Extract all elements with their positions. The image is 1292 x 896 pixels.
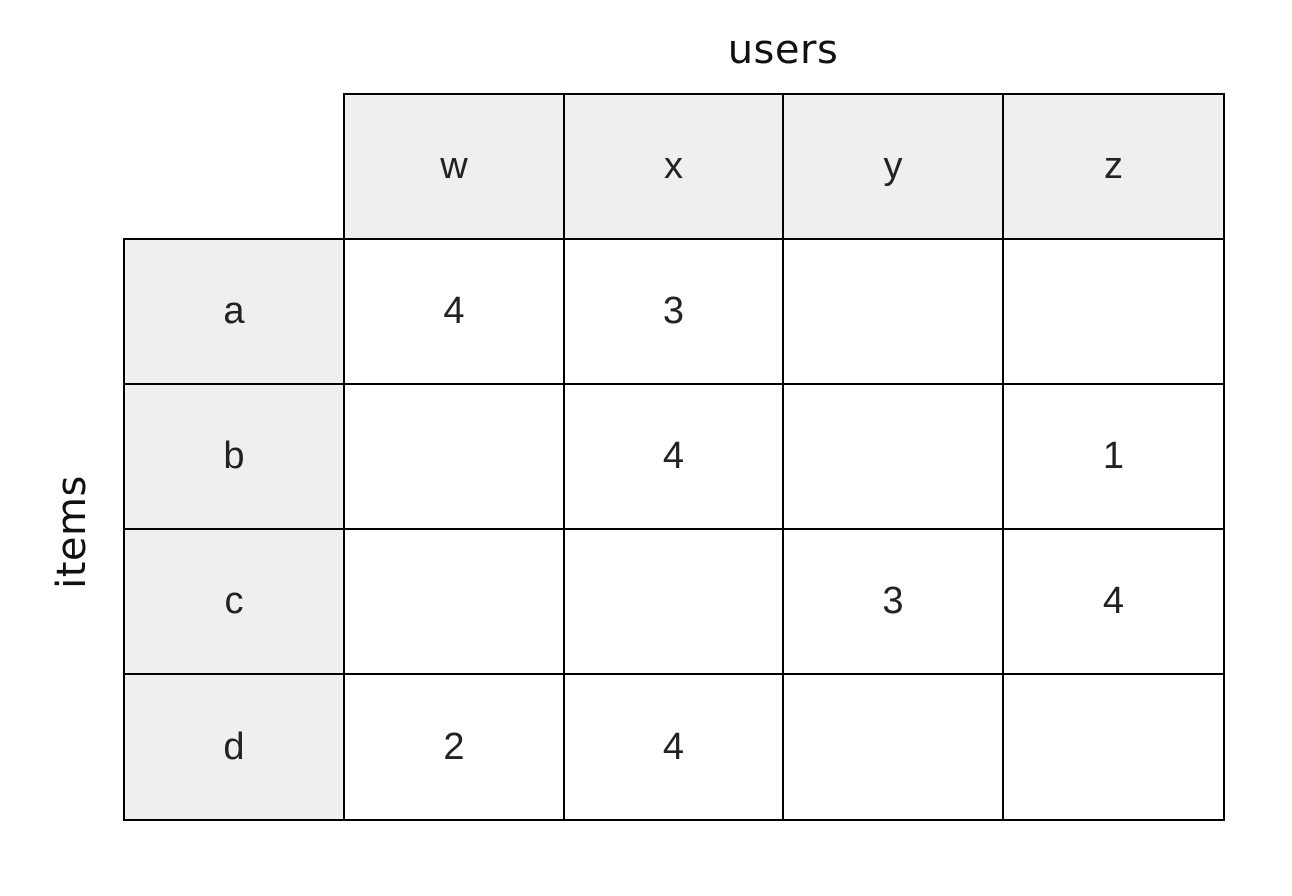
rating-cell-c-y: 3 [782,528,1004,675]
rating-cell-d-y [782,673,1004,821]
rating-cell-b-y [782,383,1004,530]
rating-cell-a-y [782,238,1004,385]
rating-cell-c-z: 4 [1002,528,1225,675]
column-header-w: w [343,93,565,240]
column-header-z: z [1002,93,1225,240]
rating-cell-a-z [1002,238,1225,385]
rating-cell-d-x: 4 [563,673,784,821]
rating-cell-d-w: 2 [343,673,565,821]
row-header-a: a [123,238,345,385]
rating-cell-c-w [343,528,565,675]
column-header-x: x [563,93,784,240]
rating-cell-c-x [563,528,784,675]
rating-cell-a-x: 3 [563,238,784,385]
rating-cell-b-z: 1 [1002,383,1225,530]
users-axis-label: users [727,27,839,73]
rating-cell-b-x: 4 [563,383,784,530]
rating-cell-b-w [343,383,565,530]
items-axis-label: items [49,475,95,589]
row-header-d: d [123,673,345,821]
rating-cell-d-z [1002,673,1225,821]
row-header-c: c [123,528,345,675]
column-header-y: y [782,93,1004,240]
row-header-b: b [123,383,345,530]
rating-cell-a-w: 4 [343,238,565,385]
